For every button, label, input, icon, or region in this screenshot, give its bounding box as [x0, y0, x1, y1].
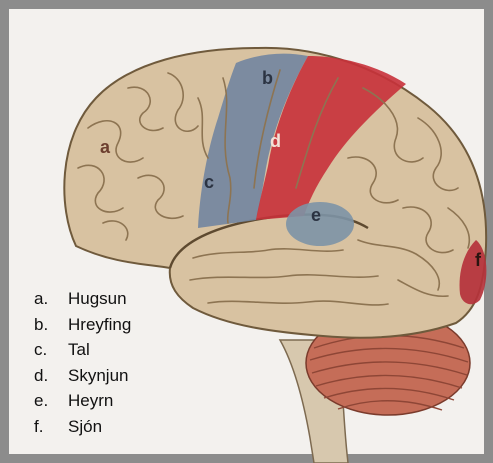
region-label-c: c	[204, 172, 214, 192]
brain-figure: a b c d e f a.Hugsun b.Hreyfing c.Tal d.…	[18, 18, 493, 463]
legend-letter: a.	[34, 286, 68, 312]
legend-label: Sjón	[68, 417, 102, 436]
legend-item-e: e.Heyrn	[34, 388, 131, 414]
legend-letter: c.	[34, 337, 68, 363]
legend-letter: f.	[34, 414, 68, 440]
legend-label: Tal	[68, 340, 90, 359]
legend-item-d: d.Skynjun	[34, 363, 131, 389]
legend: a.Hugsun b.Hreyfing c.Tal d.Skynjun e.He…	[34, 286, 131, 439]
legend-letter: e.	[34, 388, 68, 414]
legend-label: Hreyfing	[68, 315, 131, 334]
region-label-e: e	[311, 205, 321, 225]
legend-letter: d.	[34, 363, 68, 389]
legend-item-b: b.Hreyfing	[34, 312, 131, 338]
legend-label: Heyrn	[68, 391, 113, 410]
legend-item-f: f.Sjón	[34, 414, 131, 440]
legend-item-c: c.Tal	[34, 337, 131, 363]
region-label-a: a	[100, 137, 111, 157]
legend-letter: b.	[34, 312, 68, 338]
legend-label: Hugsun	[68, 289, 127, 308]
region-label-d: d	[270, 131, 281, 151]
legend-item-a: a.Hugsun	[34, 286, 131, 312]
region-label-f: f	[475, 250, 482, 270]
legend-label: Skynjun	[68, 366, 128, 385]
region-label-b: b	[262, 68, 273, 88]
